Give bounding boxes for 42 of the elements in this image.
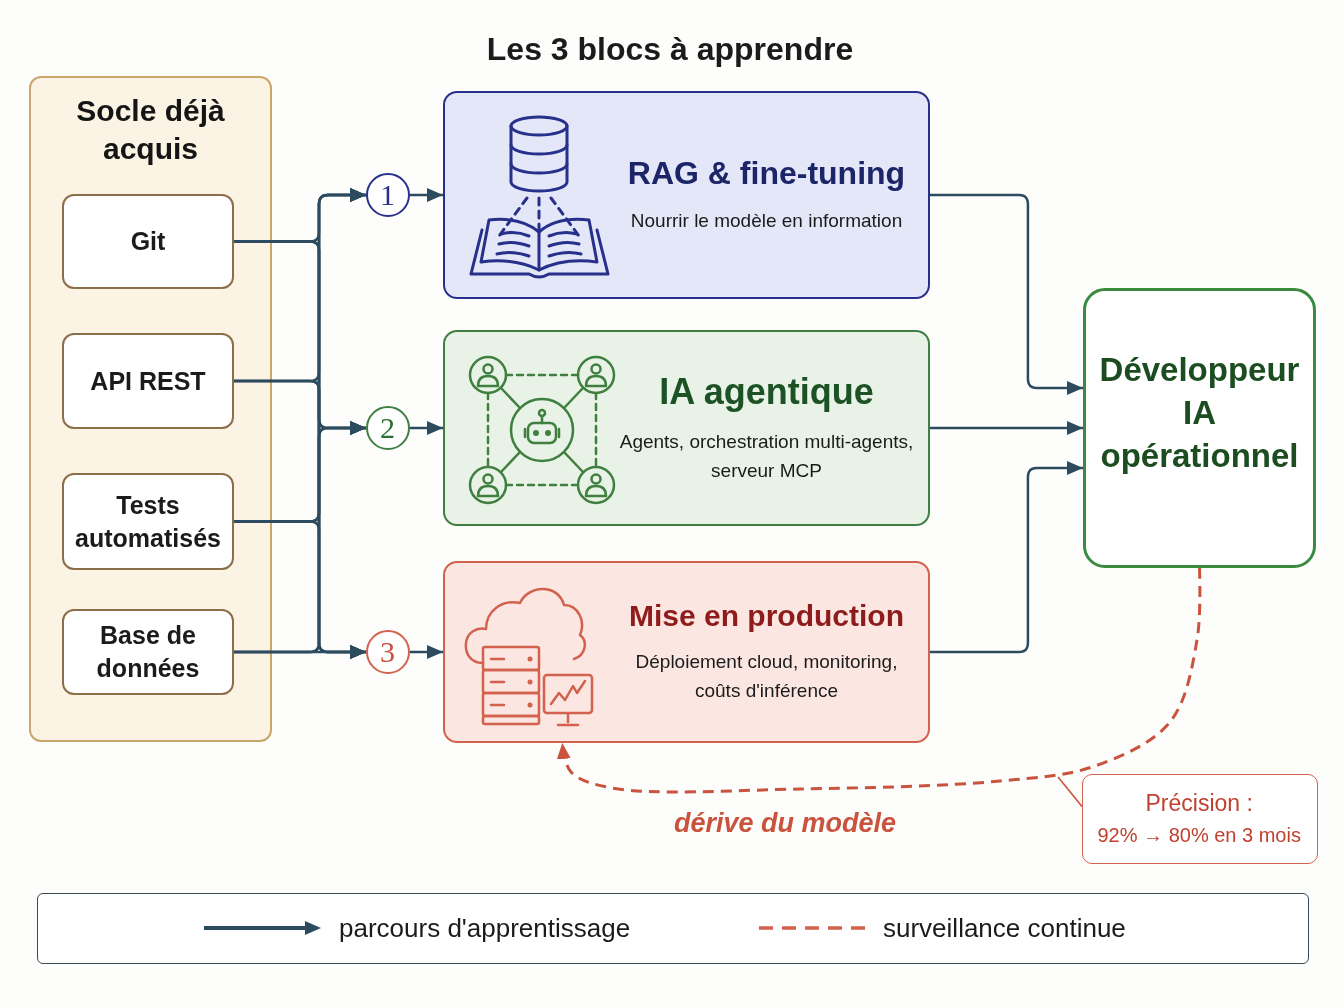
block-title: IA agentique [658, 371, 875, 413]
dashed-arrow [556, 567, 1202, 794]
skill-card [62, 194, 234, 289]
block-description: Déploiement cloud, monitoring, coûts d'inférence [635, 650, 898, 704]
step-number-circle [366, 173, 410, 217]
skill-card [62, 609, 234, 695]
block-description: Agents, orchestration multi-agents, serveur MCP [619, 429, 914, 483]
leader-line [1057, 776, 1083, 808]
goal-title: Développeur IA opérationnel [1099, 349, 1300, 476]
learning-block-card [443, 561, 930, 743]
arrow [234, 645, 366, 659]
step-number: 3 [380, 636, 396, 668]
foundation-panel [29, 76, 272, 742]
panel-heading: Socle déjà acquis [75, 93, 226, 167]
step-number-circle [366, 406, 410, 450]
step-number: 1 [380, 179, 396, 211]
arrow [930, 421, 1083, 435]
note-heading: Précision : [1145, 789, 1254, 818]
arrow [410, 645, 443, 659]
legend-label: surveillance continue [883, 912, 1126, 944]
skill-card [62, 333, 234, 429]
block-description: Nourrir le modèle en information [630, 208, 903, 233]
legend-label: parcours d'apprentissage [339, 912, 631, 944]
block-title: Mise en production [628, 598, 905, 634]
arrow [930, 461, 1083, 654]
step-number: 2 [380, 412, 396, 444]
goal-card [1083, 288, 1316, 568]
skill-label: Git [130, 226, 166, 257]
skill-label: Base de données [96, 620, 200, 684]
note-text: 92% → 80% en 3 mois [1097, 823, 1302, 848]
note-callout [1082, 774, 1318, 864]
learning-block-card [443, 91, 930, 299]
skill-card [62, 473, 234, 570]
skill-label: API REST [89, 365, 207, 397]
diagram-title: Les 3 blocs à apprendre [486, 30, 854, 69]
arrow [930, 193, 1083, 395]
arrow [410, 188, 443, 202]
arrow [410, 421, 443, 435]
step-number-circle [366, 630, 410, 674]
skill-label: Tests automatisés [74, 489, 222, 554]
learning-block-card [443, 330, 930, 526]
block-title: RAG & fine-tuning [627, 155, 906, 192]
